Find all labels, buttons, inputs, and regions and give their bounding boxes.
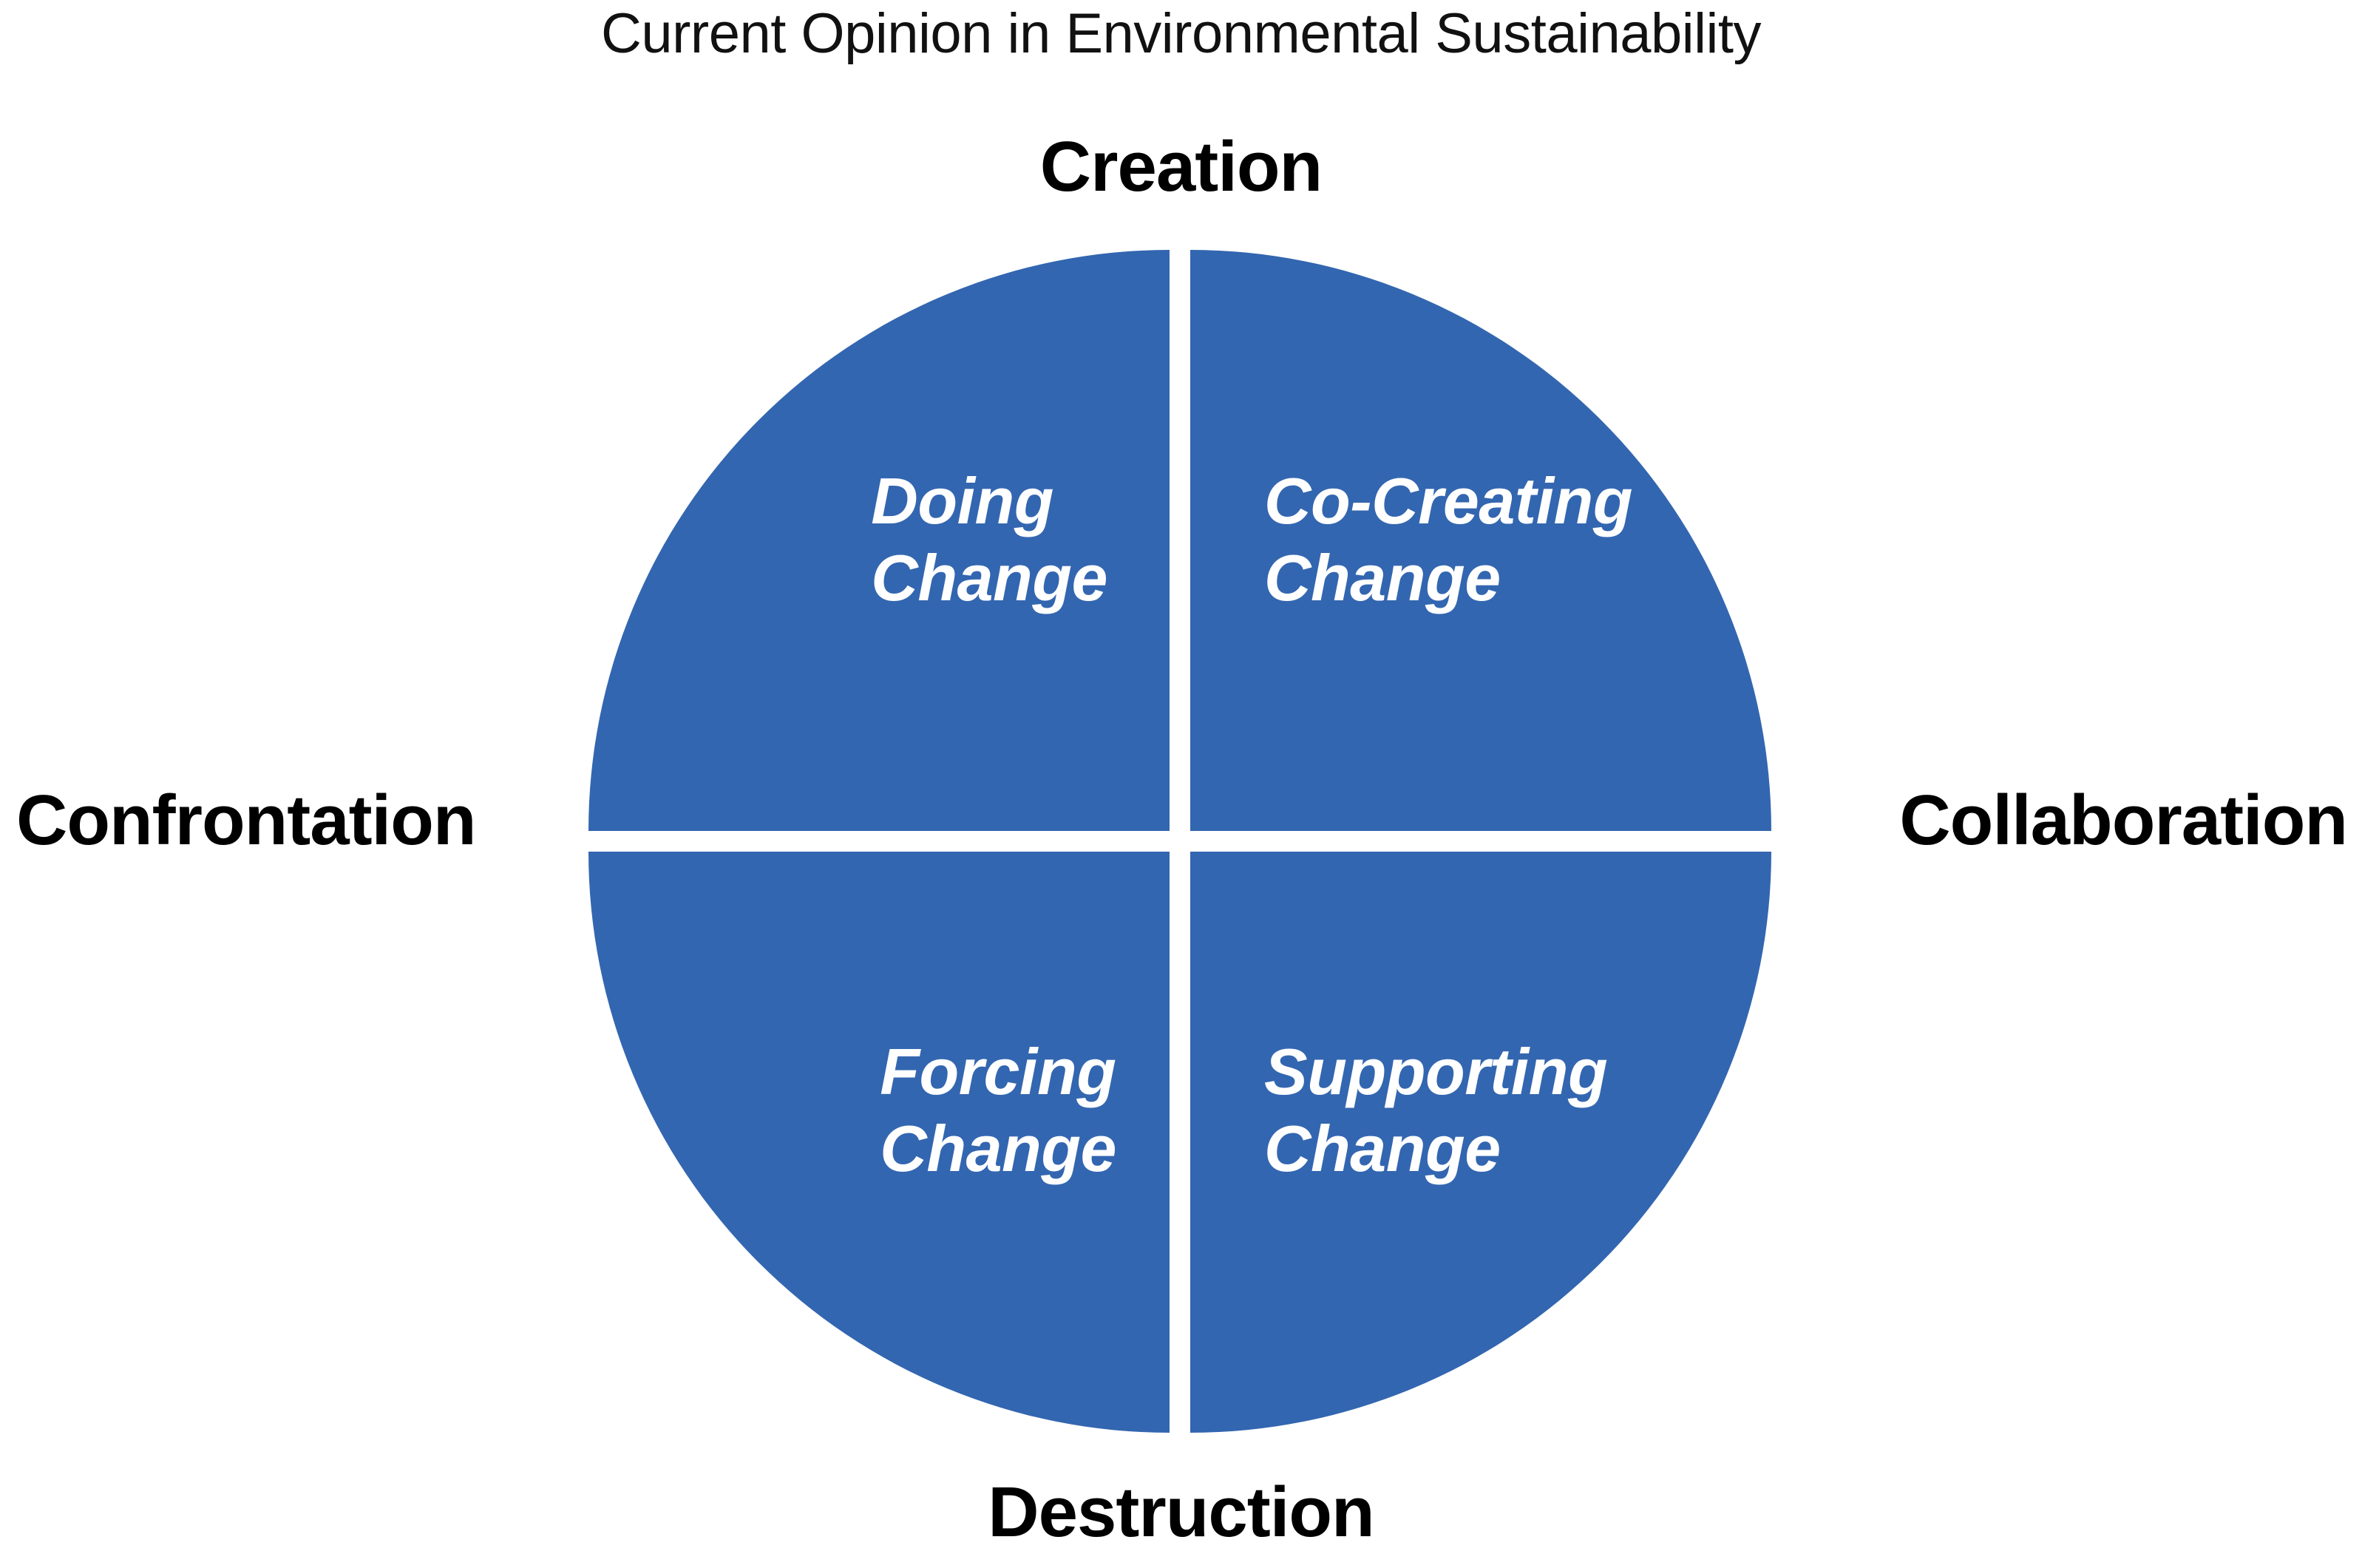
axis-label-confrontation: Confrontation xyxy=(16,781,476,860)
quadrant-wheel-diagram: Doing Change Co-Creating Change Forcing … xyxy=(588,250,1771,1433)
quadrant-label-doing-change: Doing Change xyxy=(871,464,1107,615)
axis-label-destruction: Destruction xyxy=(988,1473,1374,1552)
quadrant-doing-change[interactable]: Doing Change xyxy=(588,250,1170,831)
quadrant-forcing-change[interactable]: Forcing Change xyxy=(588,852,1170,1433)
quadrant-label-supporting-change: Supporting Change xyxy=(1264,1035,1608,1185)
axis-label-creation: Creation xyxy=(1039,127,1323,206)
journal-title: Current Opinion in Environmental Sustain… xyxy=(600,2,1762,65)
quadrant-co-creating-change[interactable]: Co-Creating Change xyxy=(1190,250,1771,831)
quadrant-supporting-change[interactable]: Supporting Change xyxy=(1190,852,1771,1433)
axis-label-collaboration: Collaboration xyxy=(1899,781,2348,860)
quadrant-label-co-creating-change: Co-Creating Change xyxy=(1264,464,1633,615)
quadrant-label-forcing-change: Forcing Change xyxy=(880,1035,1116,1185)
